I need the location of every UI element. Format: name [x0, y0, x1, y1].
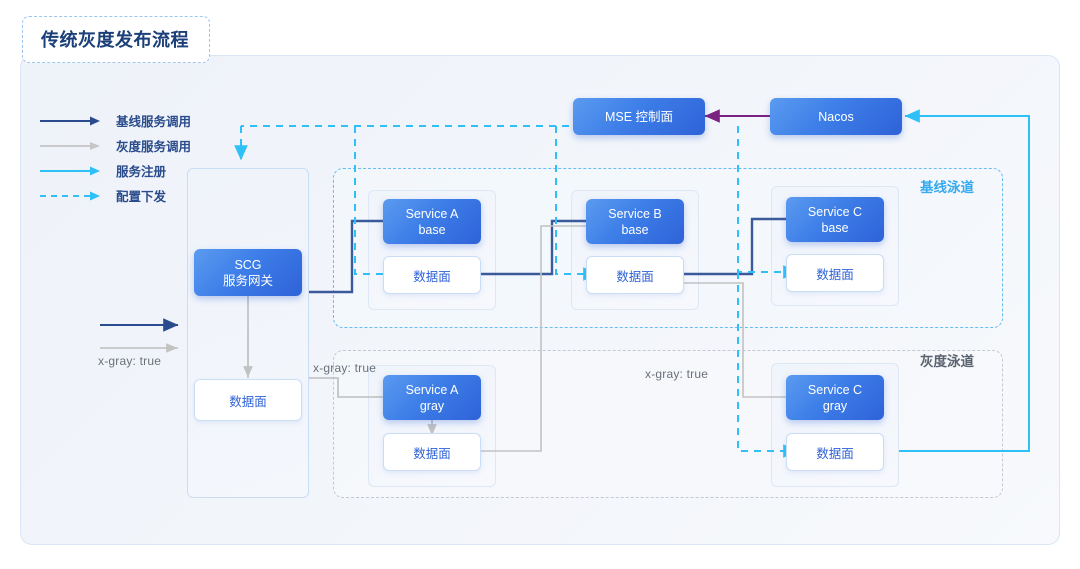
node-scg-label-line1: SCG [234, 257, 262, 272]
node-service-c-gray-line1: Service C [807, 382, 863, 397]
annotation-header-a-gray: x-gray: true [313, 361, 377, 375]
legend-item-config-push: 配置下发 [40, 183, 191, 208]
gateway-column [187, 168, 309, 498]
node-service-c-base-line2: base [821, 220, 849, 235]
node-service-c-gray-data-plane[interactable]: 数据面 [786, 433, 884, 471]
node-service-a-base-line1: Service A [405, 206, 459, 221]
node-service-a-gray-data-plane[interactable]: 数据面 [383, 433, 481, 471]
node-nacos[interactable]: Nacos [770, 98, 902, 135]
node-service-b-base-line2: base [621, 222, 649, 237]
node-scg-gateway[interactable]: SCG 服务网关 [194, 249, 302, 296]
node-service-c-base-line1: Service C [807, 204, 863, 219]
diagram-title-chip: 传统灰度发布流程 [22, 16, 210, 63]
node-mse-control-plane[interactable]: MSE 控制面 [573, 98, 705, 135]
node-service-b-base[interactable]: Service B base [586, 199, 684, 244]
lane-gray-title: 灰度泳道 [920, 354, 974, 369]
legend-label-gray-call: 灰度服务调用 [116, 140, 192, 154]
lane-baseline-title: 基线泳道 [920, 180, 974, 195]
annotation-header-left: x-gray: true [98, 354, 162, 368]
legend-label-baseline-call: 基线服务调用 [116, 115, 192, 129]
legend-item-baseline-call: 基线服务调用 [40, 108, 191, 133]
node-service-a-base-line2: base [418, 222, 446, 237]
legend-line-baseline [40, 114, 104, 128]
node-mse-label: MSE 控制面 [604, 109, 674, 124]
node-service-c-gray-data-plane-label: 数据面 [816, 446, 854, 461]
legend-line-gray [40, 139, 104, 153]
node-service-a-gray[interactable]: Service A gray [383, 375, 481, 420]
node-service-b-base-data-plane[interactable]: 数据面 [586, 256, 684, 294]
node-scg-label-line2: 服务网关 [222, 273, 273, 288]
node-service-c-base[interactable]: Service C base [786, 197, 884, 242]
node-scg-data-plane-label: 数据面 [229, 394, 267, 409]
node-service-a-base-data-plane-label: 数据面 [413, 269, 451, 284]
node-service-a-base[interactable]: Service A base [383, 199, 481, 244]
legend-label-service-register: 服务注册 [116, 165, 167, 179]
node-service-b-base-line1: Service B [608, 206, 662, 221]
legend-label-config-push: 配置下发 [116, 190, 167, 204]
node-service-c-gray[interactable]: Service C gray [786, 375, 884, 420]
legend-item-service-register: 服务注册 [40, 158, 191, 183]
legend-item-gray-call: 灰度服务调用 [40, 133, 191, 158]
node-service-b-base-data-plane-label: 数据面 [616, 269, 654, 284]
node-service-a-gray-data-plane-label: 数据面 [413, 446, 451, 461]
node-nacos-label: Nacos [818, 109, 854, 124]
annotation-header-c-gray: x-gray: true [645, 367, 709, 381]
page-title: 传统灰度发布流程 [41, 30, 189, 50]
node-service-a-gray-line1: Service A [405, 382, 459, 397]
node-service-c-base-data-plane[interactable]: 数据面 [786, 254, 884, 292]
node-service-c-base-data-plane-label: 数据面 [816, 267, 854, 282]
node-service-a-base-data-plane[interactable]: 数据面 [383, 256, 481, 294]
legend: 基线服务调用 灰度服务调用 服务注册 [40, 108, 191, 208]
node-service-c-gray-line2: gray [822, 398, 848, 413]
node-scg-data-plane[interactable]: 数据面 [194, 379, 302, 421]
legend-line-config [40, 189, 104, 203]
node-service-a-gray-line2: gray [419, 398, 445, 413]
legend-line-register [40, 164, 104, 178]
